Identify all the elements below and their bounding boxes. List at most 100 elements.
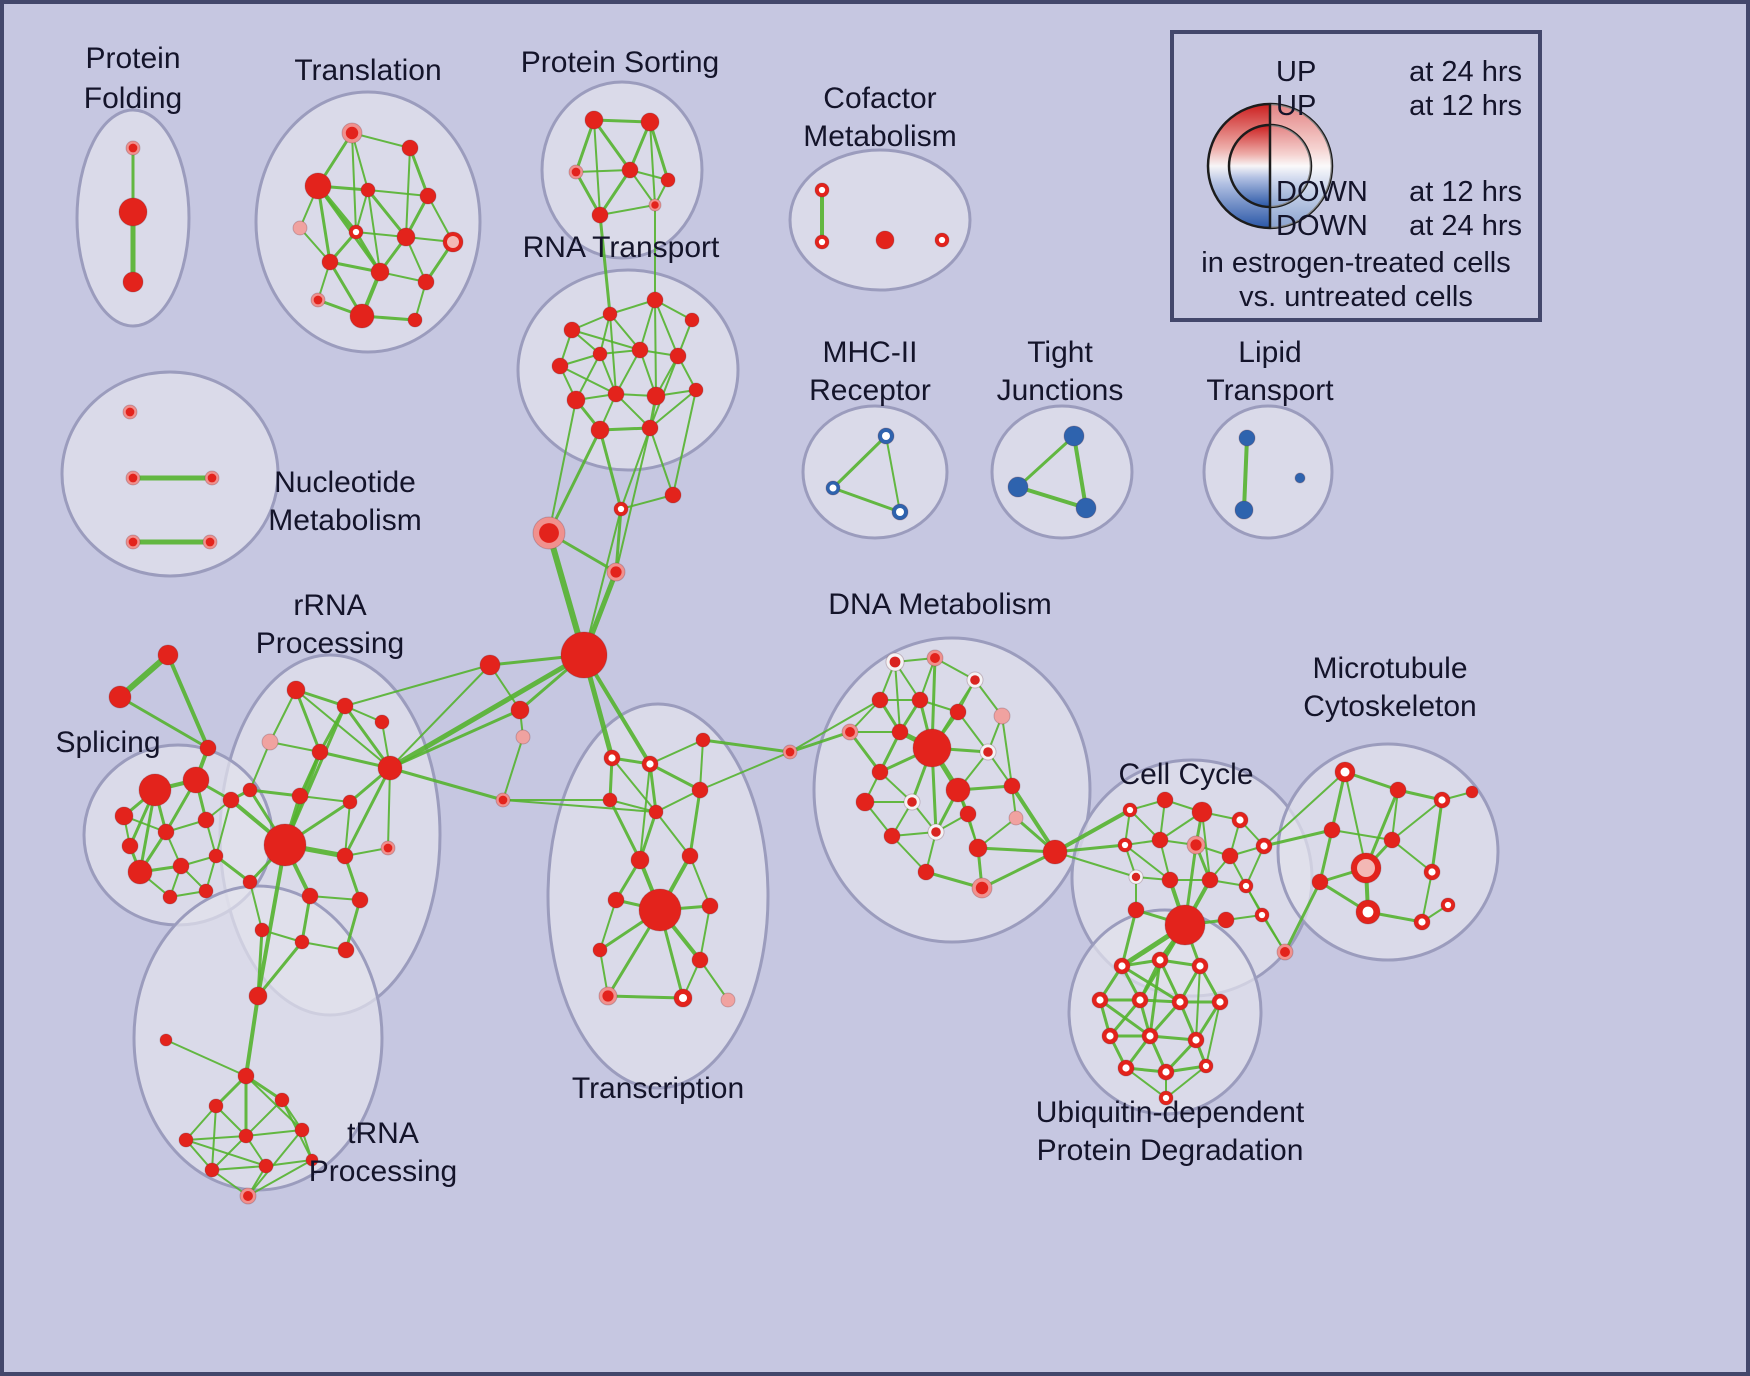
edge: [387, 767, 391, 849]
node-core: [1156, 956, 1164, 964]
edge: [244, 994, 260, 1078]
edge: [405, 147, 411, 238]
node-core: [907, 797, 917, 807]
node-red: [118, 197, 148, 227]
edge: [574, 118, 596, 174]
node-core: [1096, 996, 1104, 1004]
edge: [211, 1105, 217, 1171]
node-core: [1340, 767, 1350, 777]
edge: [1263, 771, 1346, 847]
edge: [1283, 880, 1322, 954]
node-core: [1236, 816, 1244, 824]
node-red: [114, 806, 134, 826]
node-red: [370, 262, 390, 282]
edge: [387, 652, 587, 771]
node-core: [447, 236, 459, 248]
node-blue: [1075, 497, 1097, 519]
cluster-microtubule-cytoskeleton: [1276, 742, 1500, 962]
node-red: [871, 691, 889, 709]
edge: [389, 664, 491, 769]
edge: [502, 799, 657, 813]
cluster-label-transcription: Transcription: [572, 1072, 744, 1105]
node-core: [207, 473, 217, 483]
edge: [592, 118, 632, 172]
edge: [885, 435, 901, 513]
cluster-label-protein-sorting: Protein Sorting: [521, 46, 719, 79]
cluster-label-dna-metabolism: DNA Metabolism: [828, 588, 1051, 621]
node-red: [254, 922, 270, 938]
node-core: [1176, 998, 1184, 1006]
edge: [599, 899, 617, 951]
edge: [894, 661, 901, 733]
edge: [1054, 851, 1137, 878]
node-core: [1136, 996, 1144, 1004]
cluster-cofactor-metabolism: [788, 148, 972, 292]
node-red: [630, 850, 650, 870]
edge: [249, 741, 271, 791]
edge: [598, 428, 623, 511]
node-red: [1003, 777, 1021, 795]
node-red: [640, 112, 660, 132]
edge: [1430, 798, 1444, 874]
node-core: [1428, 868, 1436, 876]
edge: [648, 762, 702, 792]
legend-time: at 12 hrs: [1409, 176, 1522, 208]
node-core: [1146, 1032, 1154, 1040]
cluster-label-trna-processing: Processing: [309, 1155, 457, 1188]
edge: [689, 855, 711, 907]
node-red: [691, 951, 709, 969]
node-red: [122, 271, 144, 293]
edge: [831, 434, 888, 490]
cluster-label-tight-junctions: Tight: [1027, 336, 1093, 369]
node-core: [651, 201, 659, 209]
edge: [1120, 964, 1182, 1004]
cluster-label-cofactor-metabolism: Cofactor: [823, 82, 936, 115]
node-core: [128, 537, 138, 547]
node-red: [1389, 781, 1407, 799]
edge: [299, 795, 351, 803]
edge: [1120, 908, 1138, 968]
edge: [269, 741, 321, 753]
node-red: [646, 291, 664, 309]
legend-inner-pale-half: [1270, 125, 1311, 207]
edge: [1205, 1001, 1221, 1067]
node-core: [931, 827, 941, 837]
edge: [295, 689, 391, 769]
node-red: [563, 321, 581, 339]
edge: [344, 664, 491, 707]
edge: [316, 184, 382, 274]
node-red: [875, 230, 895, 250]
node-core: [1131, 872, 1141, 882]
edge: [649, 739, 704, 765]
node-blue: [1007, 476, 1029, 498]
legend-updown-glyph: [1206, 102, 1334, 230]
node-red: [159, 1033, 173, 1047]
node-core: [1444, 901, 1452, 909]
node-pink: [720, 992, 736, 1008]
node-red: [631, 341, 649, 359]
node-red: [1164, 904, 1206, 946]
edge: [606, 994, 685, 1000]
node-core: [889, 656, 901, 668]
cluster-label-rna-transport: RNA Transport: [523, 231, 720, 264]
edge: [256, 940, 304, 998]
node-red: [407, 312, 423, 328]
node-red: [198, 883, 214, 899]
cluster-label-ubiquitin-degradation: Protein Degradation: [1037, 1134, 1304, 1167]
node-red: [968, 838, 988, 858]
node-red: [336, 697, 354, 715]
node-red: [646, 386, 666, 406]
node-core: [383, 843, 393, 853]
node-red: [592, 346, 608, 362]
node-core: [845, 727, 855, 737]
edge: [574, 170, 602, 217]
node-core: [1258, 911, 1266, 919]
edge: [215, 1105, 247, 1137]
edge: [976, 846, 1057, 854]
cluster-label-cofactor-metabolism: Metabolism: [803, 120, 956, 153]
node-core: [1196, 962, 1204, 970]
node-red: [157, 644, 179, 666]
cluster-label-splicing: Splicing: [55, 726, 160, 759]
node-red: [222, 791, 240, 809]
